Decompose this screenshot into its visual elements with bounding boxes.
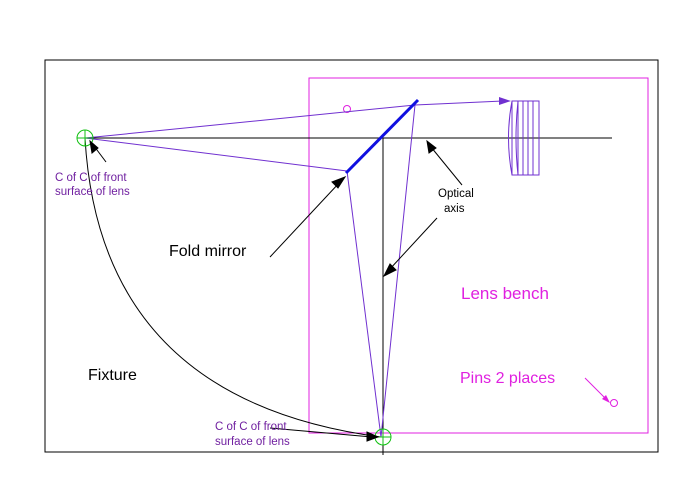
label-optical-axis-line1: Optical (438, 188, 474, 200)
bench-small-circle (343, 105, 351, 113)
pins-arrowhead (602, 395, 610, 403)
pin-circle (610, 399, 618, 407)
cc-marker-top (76, 129, 94, 147)
ray-bottom-horizontal (84, 137, 348, 172)
label-optical-axis-line2: axis (444, 203, 465, 215)
ray-mirror-down-right (380, 104, 416, 438)
leader-arrows (89, 139, 463, 442)
fold-mirror (344, 98, 420, 175)
ray-mirror-to-lens (414, 100, 504, 106)
label-cc-front-bottom-line1: C of C of front (215, 421, 287, 433)
lens-bench-outline (308, 77, 649, 434)
pins-leader (584, 377, 608, 401)
label-cc-front-bottom: C of C of front surface of lens (215, 421, 290, 448)
label-cc-front-top: C of C of front surface of lens (55, 172, 130, 198)
label-cc-front-bottom-line2: surface of lens (215, 436, 290, 448)
label-lens-bench: Lens bench (461, 284, 549, 303)
label-fixture: Fixture (88, 367, 137, 384)
label-pins: Pins 2 places (460, 370, 555, 387)
label-optical-axis: Optical axis (438, 188, 477, 215)
lens-assembly (508, 100, 540, 176)
ray-top-horizontal (84, 104, 416, 139)
label-cc-front-top-line2: surface of lens (55, 186, 130, 198)
fixture-frame (44, 59, 659, 453)
fixture-arc (84, 137, 382, 438)
label-fold-mirror: Fold mirror (169, 243, 247, 260)
ray-mirror-down-left (346, 170, 382, 438)
label-cc-front-top-line1: C of C of front (55, 172, 127, 184)
ray-bundle (84, 100, 504, 438)
ray-arrowhead (499, 97, 511, 105)
